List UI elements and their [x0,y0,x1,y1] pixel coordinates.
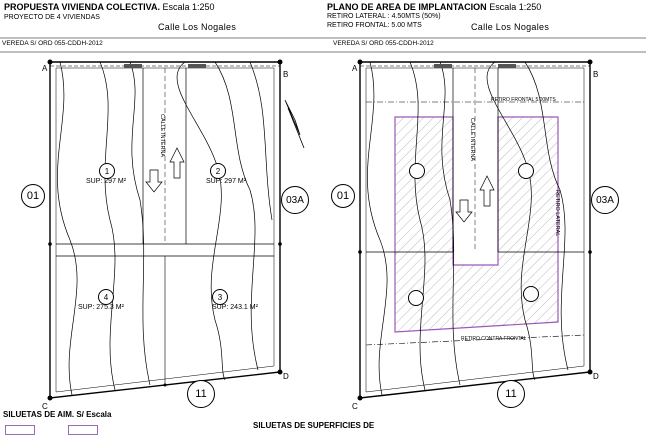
right-corner-b: B [593,70,599,79]
left-plan-panel: PROPUESTA VIVIENDA COLECTIVA. Escala 1:2… [0,0,323,435]
right-lot-2-number [518,163,534,179]
left-legend-box-2 [68,425,98,435]
right-bottom-label: SILUETAS DE SUPERFICIES DE [253,421,375,430]
right-inner-street-label: CALLE INTERNA [469,118,475,162]
left-inner-street-label: CALLE INTERNA [159,114,165,158]
right-site-drawing [323,37,646,401]
right-scale-text: Escala 1:250 [489,2,542,12]
left-neighbor-east: 03A [281,186,309,214]
right-setback-front-label: RETIRO FRONTAL 5.00MTS [491,97,556,103]
left-corner-d: D [283,372,289,381]
left-title-text: PROPUESTA VIVIENDA COLECTIVA. [4,2,161,12]
left-corner-b: B [283,70,289,79]
left-lot-4-area: SUP: 275.3 M² [78,304,124,311]
right-plan-panel: PLANO DE AREA DE IMPLANTACION Escala 1:2… [253,0,646,431]
right-street-name: Calle Los Nogales [471,22,550,32]
right-setback-back-label: RETIRO CONTRA FRONTAL [461,336,527,342]
left-corner-a: A [42,64,48,73]
left-lot-1-number: 1 [99,163,115,179]
left-scale-text: Escala 1:250 [162,2,215,12]
right-retiro-frontal: RETIRO FRONTAL: 5.00 MTS [327,22,422,29]
right-vereda-label: VEREDA S/ ORD 055-CDDH-2012 [333,40,434,47]
right-lot-1-number [409,163,425,179]
right-lot-4-number [408,290,424,306]
right-neighbor-west: 01 [331,184,355,208]
right-neighbor-east: 03A [591,186,619,214]
left-corner-c: C [42,402,48,411]
right-lot-3-number [523,286,539,302]
left-street-name: Calle Los Nogales [158,22,237,32]
left-lot-3-number: 3 [212,289,228,305]
left-plan-title: PROPUESTA VIVIENDA COLECTIVA. Escala 1:2… [4,2,215,12]
left-subtitle: PROYECTO DE 4 VIVIENDAS [4,14,100,21]
left-neighbor-south: 11 [187,380,215,408]
right-corner-a: A [352,64,358,73]
left-site-drawing [0,37,323,401]
right-title-text: PLANO DE AREA DE IMPLANTACION [327,2,487,12]
right-neighbor-south: 11 [497,380,525,408]
left-lot-2-number: 2 [210,163,226,179]
left-vereda-label: VEREDA S/ ORD 055-CDDH-2012 [2,40,103,47]
left-lot-2-area: SUP: 297 M² [206,178,247,185]
right-plan-title: PLANO DE AREA DE IMPLANTACION Escala 1:2… [327,2,541,12]
left-lot-3-area: SUP: 243.1 M² [212,304,258,311]
left-lot-4-number: 4 [98,289,114,305]
left-bottom-label: SILUETAS DE AIM. S/ Escala [3,410,112,419]
right-corner-c: C [352,402,358,411]
left-legend-box-1 [5,425,35,435]
right-corner-d: D [593,372,599,381]
right-retiro-lateral: RETIRO LATERAL : 4.50MTS (50%) [327,13,441,20]
left-neighbor-west: 01 [21,184,45,208]
left-lot-1-area: SUP: 297 M² [86,178,127,185]
right-setback-lateral-label: RETIRO LATERAL [554,190,560,237]
